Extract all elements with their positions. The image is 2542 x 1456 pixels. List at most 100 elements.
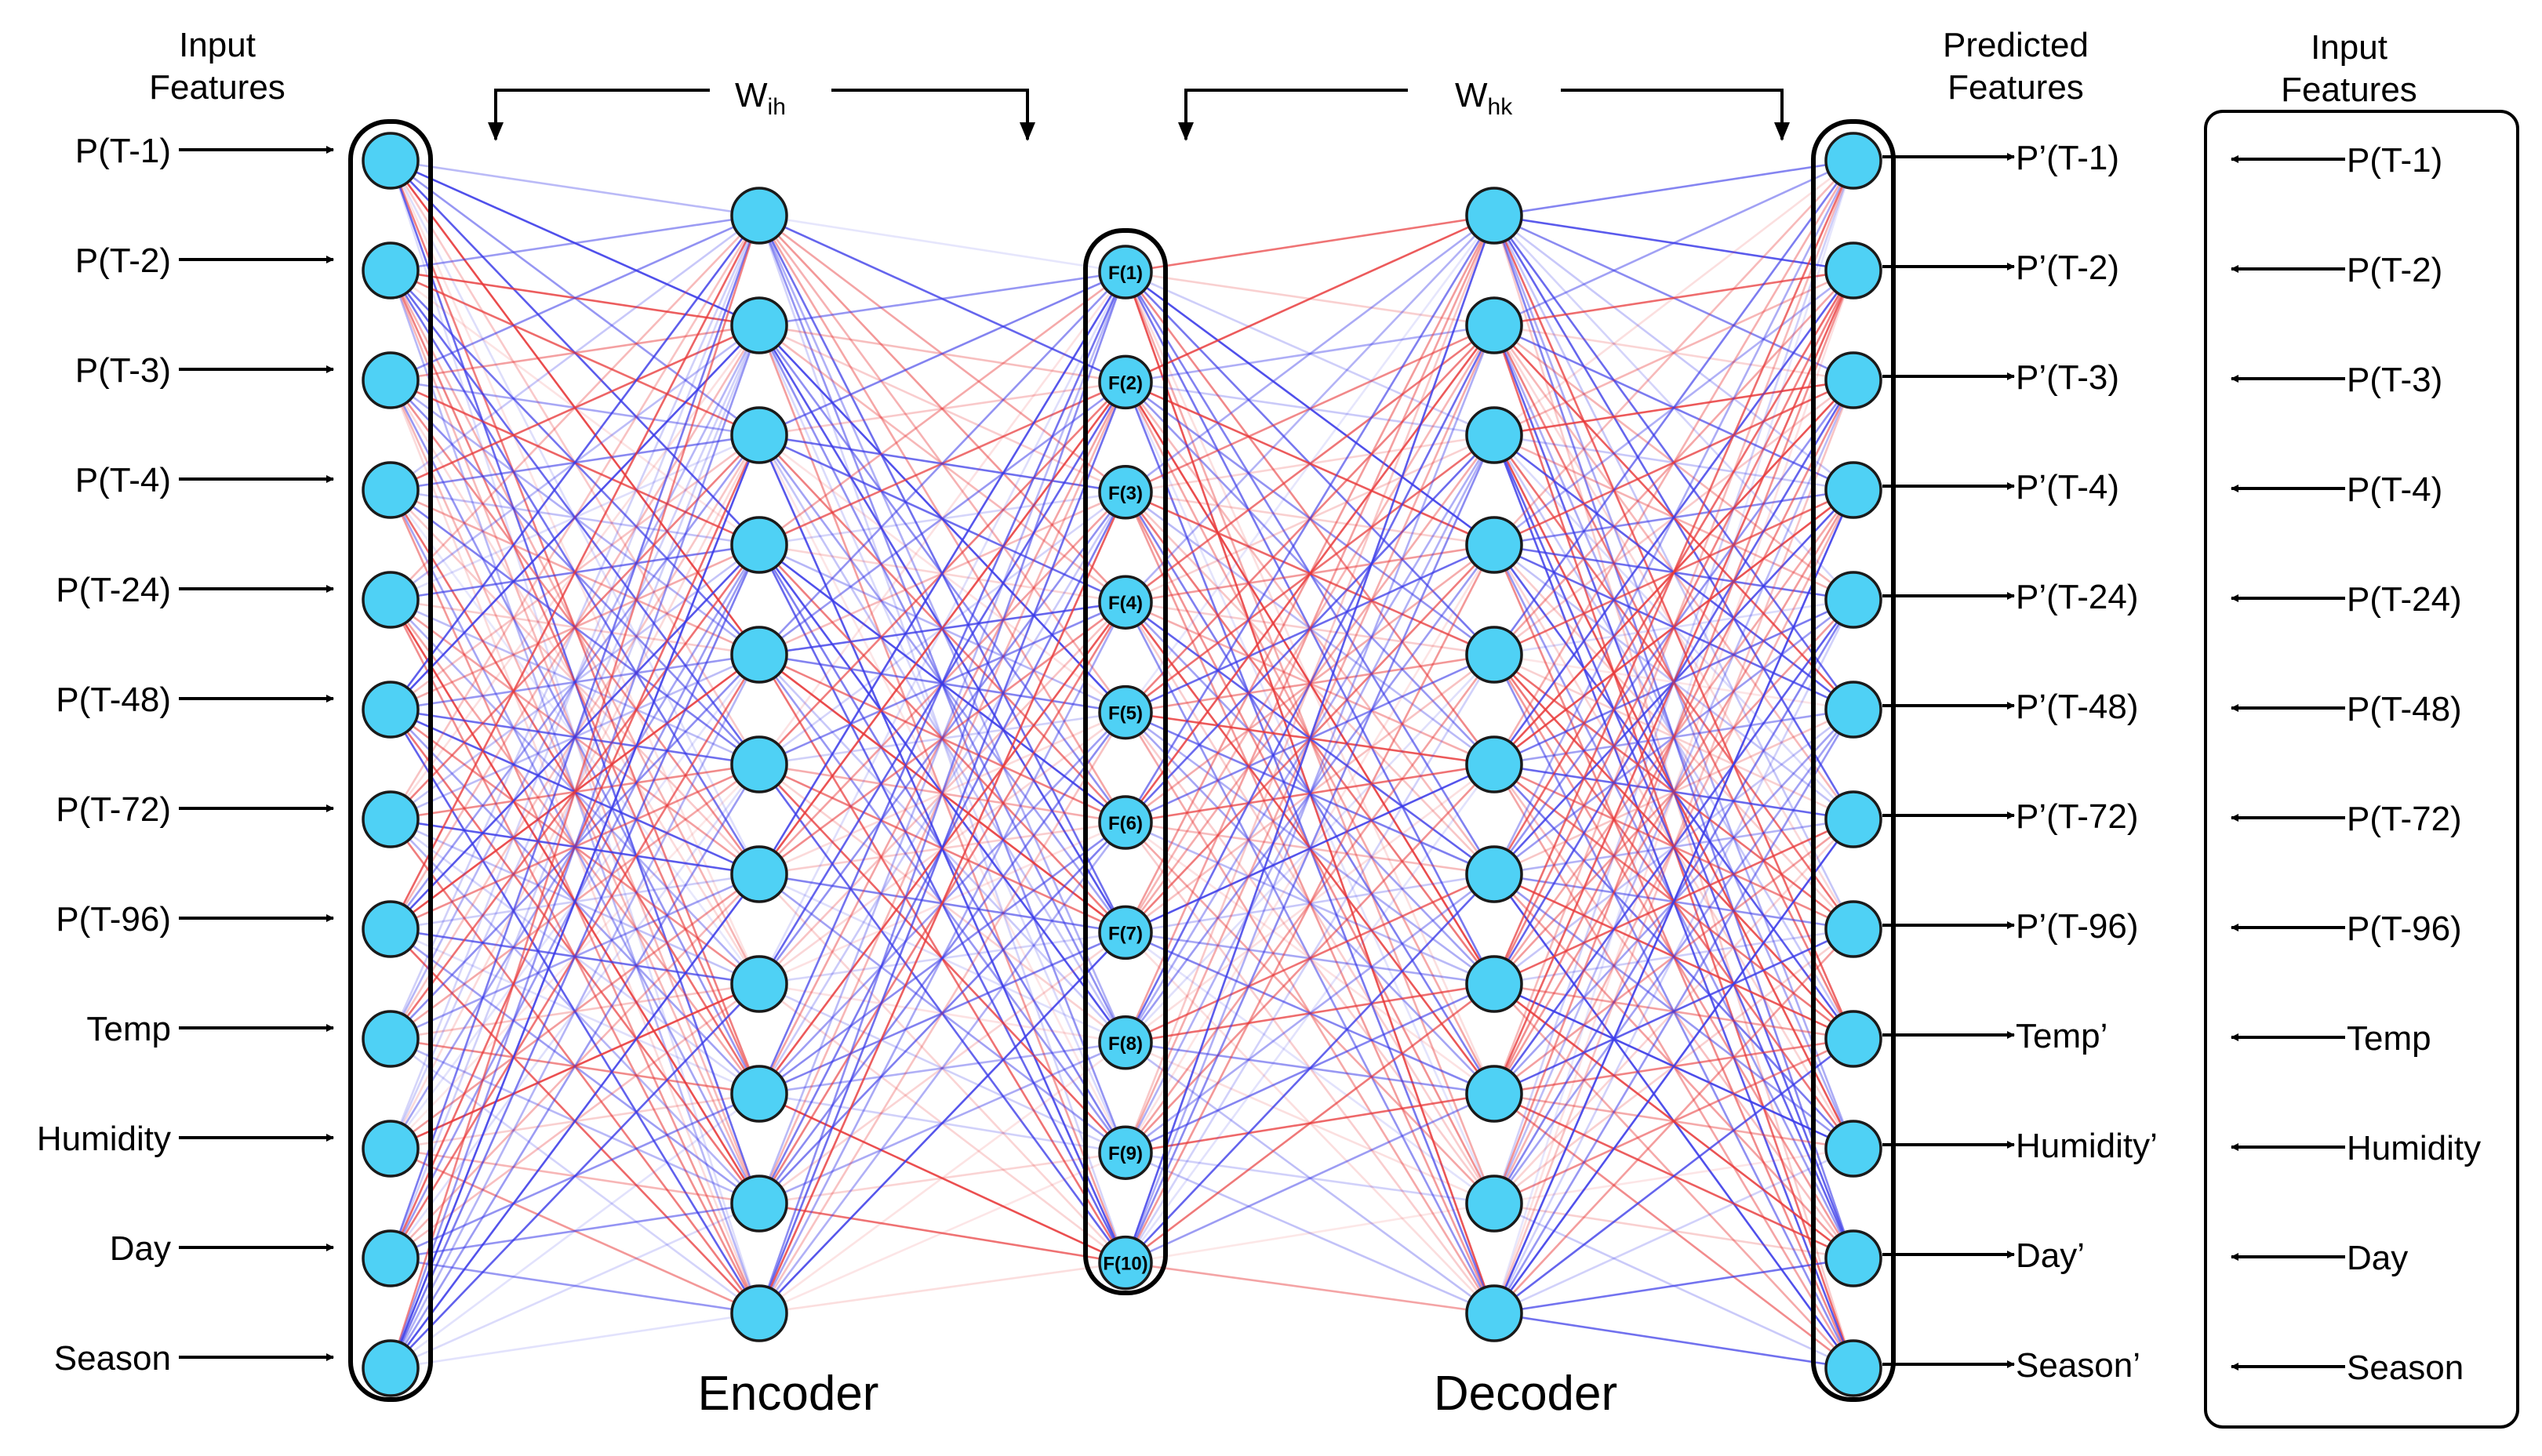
edge-input-encoder [389, 764, 761, 1369]
input-features-header-line1: Input [179, 26, 256, 64]
edge-input-encoder [389, 325, 761, 930]
edge-bottleneck-decoder [1124, 215, 1496, 933]
edge-input-encoder [390, 1202, 760, 1260]
encoder-weight-label: Wih [735, 76, 786, 120]
edge-bottleneck-decoder [1124, 764, 1496, 1264]
edge-bottleneck-decoder [1124, 434, 1496, 1264]
input-feature-label: P(T-3) [75, 351, 171, 390]
bottleneck-node [1098, 684, 1153, 740]
encoder-hidden-node [730, 296, 788, 354]
encoder-hidden-node [730, 626, 788, 684]
edge-decoder-output [1493, 599, 1855, 1095]
input-feature-label: P(T-1) [75, 132, 171, 170]
edge-bottleneck-decoder [1125, 1202, 1495, 1264]
edge-decoder-output [1493, 160, 1855, 1095]
input-node [362, 900, 420, 958]
decoder-hidden-node [1465, 296, 1523, 354]
encoder-label: Encoder [698, 1367, 879, 1421]
output-node [1824, 132, 1882, 190]
edge-input-encoder [390, 1092, 760, 1370]
edge-decoder-output [1493, 159, 1854, 327]
predicted-feature-label: P’(T-96) [2016, 907, 2138, 946]
decoder-hidden-node [1465, 955, 1523, 1013]
edge-encoder-bottleneck [758, 271, 1127, 765]
edge-encoder-bottleneck [758, 492, 1127, 1314]
predicted-feature-label: P’(T-48) [2016, 688, 2138, 726]
output-node [1824, 1010, 1882, 1068]
weight-connections [389, 159, 1855, 1370]
output-node [1824, 1120, 1882, 1178]
edge-decoder-output [1493, 270, 1854, 655]
edge-decoder-output [1493, 489, 1855, 1095]
target-feature-label: Humidity [2347, 1129, 2481, 1167]
output-node [1824, 790, 1882, 848]
input-node [362, 1010, 420, 1068]
decoder-hidden-node [1465, 406, 1523, 464]
edge-bottleneck-decoder [1124, 325, 1496, 1044]
bottleneck-node [1098, 354, 1153, 410]
edge-decoder-output [1493, 159, 1854, 437]
output-node [1824, 900, 1882, 958]
edge-encoder-bottleneck [758, 1262, 1126, 1315]
edge-bottleneck-decoder [1125, 434, 1495, 823]
feature-labels: P(T-1)P(T-2)P(T-3)P(T-4)P(T-24)P(T-48)P(… [37, 132, 2481, 1387]
edge-decoder-output [1493, 270, 1855, 985]
input-layer-outline [348, 119, 433, 1402]
target-feature-label: Day [2347, 1239, 2408, 1277]
input-feature-label: P(T-72) [56, 790, 171, 829]
edge-decoder-output [1493, 269, 1854, 327]
target-feature-label: P(T-4) [2347, 470, 2442, 509]
edge-encoder-bottleneck [758, 1202, 1126, 1264]
predicted-features-header-line1: Predicted [1943, 26, 2089, 64]
bottleneck-node [1098, 465, 1153, 520]
decoder-hidden-node [1465, 735, 1523, 793]
predicted-feature-label: Temp’ [2016, 1017, 2107, 1055]
edge-bottleneck-decoder [1124, 215, 1496, 1264]
edge-input-encoder [390, 215, 760, 601]
predicted-feature-label: Humidity’ [2016, 1127, 2158, 1165]
output-layer-outline [1811, 119, 1896, 1402]
bottleneck-node [1098, 245, 1153, 300]
edge-decoder-output [1493, 709, 1855, 1204]
encoder-hidden-node [730, 1065, 788, 1123]
input-feature-label: P(T-2) [75, 241, 171, 280]
decoder-hidden-node [1465, 1175, 1523, 1233]
edge-encoder-bottleneck [758, 1151, 1126, 1205]
edge-bottleneck-decoder [1124, 215, 1496, 1044]
edge-decoder-output [1493, 160, 1855, 1204]
edge-decoder-output [1493, 270, 1855, 1204]
edge-encoder-bottleneck [758, 271, 1127, 1095]
bottleneck-node-label: F(8) [1108, 1033, 1143, 1055]
output-node [1824, 241, 1882, 300]
edge-decoder-output [1493, 379, 1855, 1314]
output-node [1824, 571, 1882, 629]
bottleneck-node-label: F(7) [1108, 923, 1143, 944]
edge-bottleneck-decoder [1124, 215, 1496, 823]
target-feature-label: P(T-2) [2347, 251, 2442, 289]
input-feature-label: P(T-24) [56, 571, 171, 609]
feature-arrows [179, 146, 2345, 1371]
edge-bottleneck-decoder [1124, 654, 1496, 1264]
edge-input-encoder [389, 215, 761, 1149]
edge-input-encoder [389, 544, 761, 1369]
edge-decoder-output [1493, 160, 1854, 546]
encoder-hidden-node [730, 1284, 788, 1342]
edge-encoder-bottleneck [758, 1041, 1126, 1315]
edge-bottleneck-decoder [1124, 434, 1496, 1153]
edge-encoder-bottleneck [758, 1152, 1126, 1315]
edge-encoder-bottleneck [758, 271, 1126, 655]
edge-bottleneck-decoder [1125, 873, 1495, 1154]
edge-bottleneck-decoder [1125, 214, 1495, 493]
edge-input-encoder [389, 215, 761, 1040]
edge-decoder-output [1493, 160, 1855, 1314]
edge-decoder-output [1493, 1257, 1854, 1315]
input-features-header-line2: Features [149, 68, 285, 107]
edge-decoder-output [1493, 1037, 1854, 1315]
input-node [362, 790, 420, 848]
bottleneck-node [1098, 795, 1153, 850]
edge-encoder-bottleneck [758, 873, 1126, 1264]
edge-input-encoder [389, 325, 761, 1369]
edge-input-encoder [389, 873, 761, 1369]
edge-input-encoder [390, 324, 760, 492]
edge-bottleneck-decoder [1125, 214, 1495, 383]
